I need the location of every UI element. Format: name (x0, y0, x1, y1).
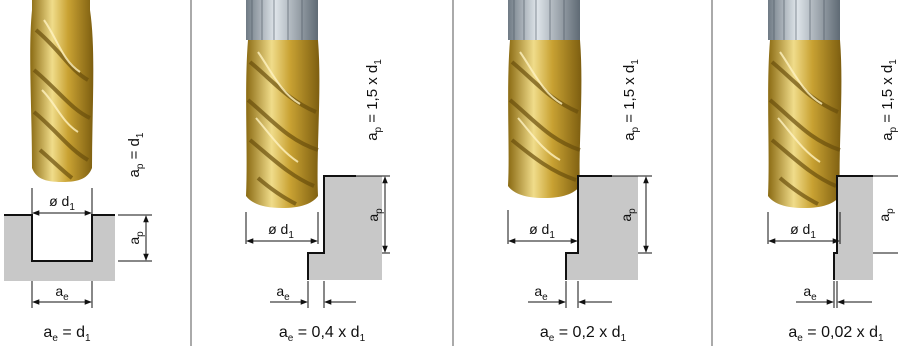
ae-label: ae (534, 283, 548, 303)
ap-label: ap (126, 231, 146, 245)
ap-relation-label: ap = 1,5 x d1 (364, 59, 384, 141)
ae-label: ae (55, 283, 69, 303)
ap-relation-label: ap = d1 (126, 132, 146, 177)
workpiece (307, 175, 382, 280)
ae-label: ae (276, 283, 290, 303)
end-mill-tool (30, 0, 94, 182)
ae-caption: ae = 0,02 x d1 (788, 324, 884, 344)
ap-label: ap (876, 208, 896, 222)
diameter-label: ø d1 (268, 221, 294, 241)
ae-label: ae (803, 283, 817, 303)
ap-relation-label: ap = 1,5 x d1 (621, 59, 641, 141)
ap-label: ap (365, 208, 385, 222)
panel-2: ø d1 ap ae ap = 1,5 x d1 ae = 0,4 x d1 (245, 0, 390, 344)
end-mill-tool (508, 0, 582, 198)
end-mill-tool (246, 0, 320, 208)
ap-label: ap (618, 208, 638, 222)
panel-1: ø d1 ap ae ap = d1 ae = d1 (4, 0, 152, 344)
ae-caption: ae = 0,2 x d1 (540, 324, 627, 344)
panel-4: ø d1 ap ae ap = 1,5 x d1 ae = 0,02 x d1 (767, 0, 898, 344)
workpiece (565, 175, 638, 280)
end-mill-tool (768, 0, 842, 208)
diameter-label: ø d1 (790, 221, 816, 241)
diameter-label: ø d1 (49, 193, 75, 213)
workpiece (4, 214, 115, 281)
panel-3: ø d1 ap ae ap = 1,5 x d1 ae = 0,2 x d1 (507, 0, 652, 344)
ap-relation-label: ap = 1,5 x d1 (879, 59, 898, 141)
ae-caption: ae = 0,4 x d1 (279, 324, 366, 344)
diameter-label: ø d1 (529, 221, 555, 241)
workpiece (833, 175, 873, 280)
ae-caption: ae = d1 (43, 324, 91, 344)
